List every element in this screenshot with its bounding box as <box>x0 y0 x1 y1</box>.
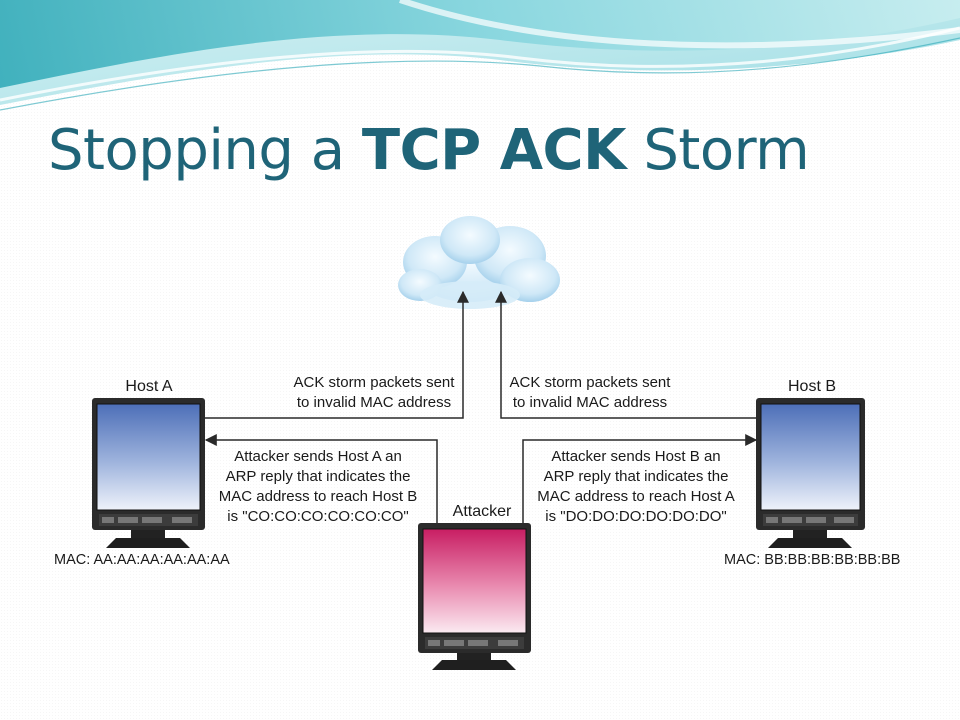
title-emphasis: TCP ACK <box>361 118 627 183</box>
attacker-computer-icon <box>418 523 531 670</box>
arp-right-line-4: is "DO:DO:DO:DO:DO:DO" <box>545 508 727 525</box>
arp-path-left <box>204 434 438 523</box>
arp-right-line-2: ARP reply that indicates the <box>544 468 729 485</box>
ack-right-line-2: to invalid MAC address <box>513 394 667 411</box>
arp-right-line-3: MAC address to reach Host A <box>537 488 735 505</box>
slide-title: Stopping a TCP ACK Storm <box>48 118 810 183</box>
host-b-computer-icon <box>756 398 865 548</box>
title-suffix: Storm <box>626 118 810 183</box>
ack-left-line-1: ACK storm packets sent <box>294 374 456 391</box>
ack-right-line-1: ACK storm packets sent <box>510 374 672 391</box>
title-prefix: Stopping a <box>48 118 362 183</box>
arp-left-line-3: MAC address to reach Host B <box>219 488 417 505</box>
host-a-computer-icon <box>92 398 205 548</box>
arp-path-right <box>522 434 758 523</box>
header-wave <box>0 0 960 111</box>
internet-cloud-icon <box>398 216 560 309</box>
host-b-label: Host B <box>788 378 836 395</box>
ack-path-left <box>205 290 469 419</box>
ack-left-line-2: to invalid MAC address <box>297 394 451 411</box>
arp-left-line-2: ARP reply that indicates the <box>226 468 411 485</box>
attacker-label: Attacker <box>453 503 512 520</box>
host-b-mac: MAC: BB:BB:BB:BB:BB:BB <box>724 552 900 568</box>
host-a-label: Host A <box>125 378 172 395</box>
arp-left-line-1: Attacker sends Host A an <box>234 448 402 465</box>
arp-right-line-1: Attacker sends Host B an <box>551 448 720 465</box>
host-a-mac: MAC: AA:AA:AA:AA:AA:AA <box>54 552 230 568</box>
ack-path-right <box>495 290 758 419</box>
arp-left-line-4: is "CO:CO:CO:CO:CO:CO" <box>227 508 409 525</box>
